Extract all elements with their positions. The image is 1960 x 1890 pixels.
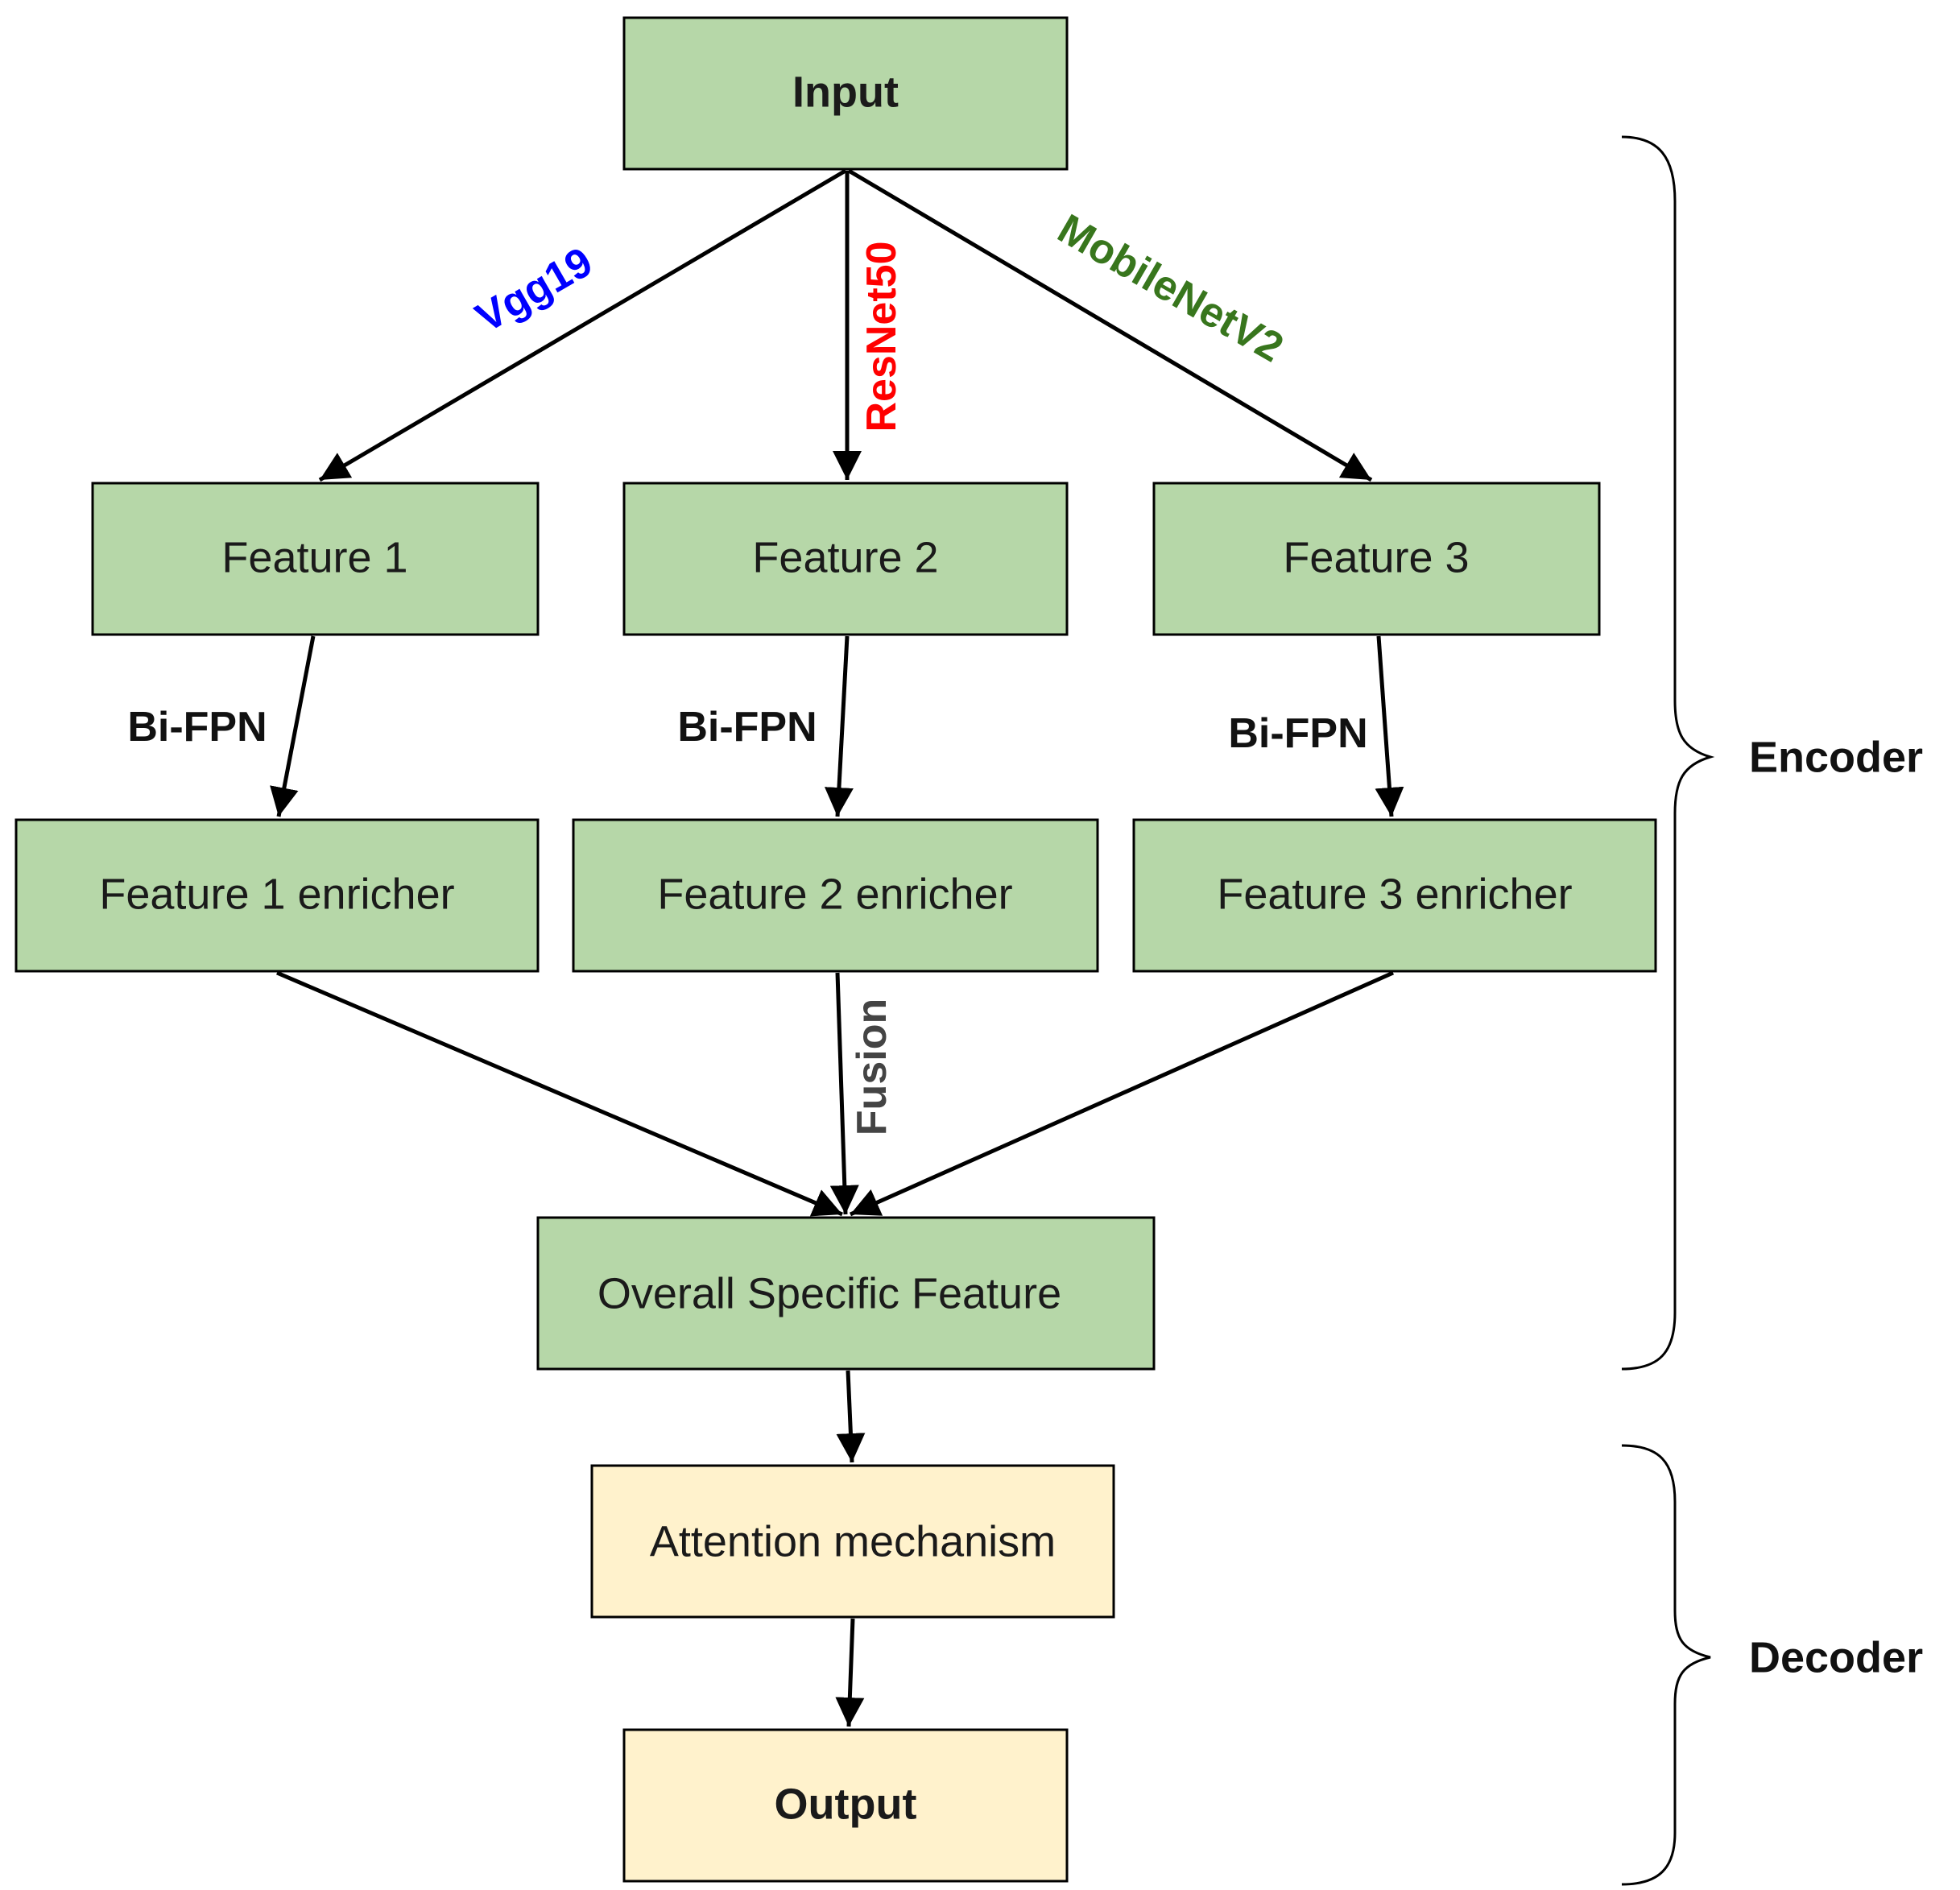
node-feature-3[interactable]: Feature 3 xyxy=(1152,482,1601,636)
node-feature-1-enricher-label: Feature 1 enricher xyxy=(99,870,454,918)
node-feature-1-label: Feature 1 xyxy=(221,533,407,581)
decoder-brace xyxy=(1621,1444,1711,1886)
node-feature-1[interactable]: Feature 1 xyxy=(91,482,540,636)
edge-enricher1-overall xyxy=(276,970,843,1217)
edge-label-bifpn-3: Bi-FPN xyxy=(1228,710,1367,757)
encoder-label: Encoder xyxy=(1749,733,1923,781)
edge-label-bifpn-2: Bi-FPN xyxy=(677,704,817,751)
edge-enricher2-overall xyxy=(829,972,859,1215)
node-input-label: Input xyxy=(792,68,899,116)
node-output[interactable]: Output xyxy=(622,1728,1069,1883)
edge-input-feature3 xyxy=(847,168,1373,482)
edge-attention-output xyxy=(835,1618,865,1727)
node-feature-2-enricher-label: Feature 2 enricher xyxy=(657,870,1012,918)
edge-enricher3-overall xyxy=(849,970,1395,1217)
edge-label-bifpn-1: Bi-FPN xyxy=(127,704,267,751)
node-feature-1-enricher[interactable]: Feature 1 enricher xyxy=(14,818,540,973)
node-input[interactable]: Input xyxy=(622,16,1069,171)
node-output-label: Output xyxy=(775,1780,917,1828)
node-feature-2-enricher[interactable]: Feature 2 enricher xyxy=(572,818,1099,973)
encoder-brace xyxy=(1621,135,1715,1371)
edge-overall-attention xyxy=(836,1370,866,1463)
edge-label-fusion: Fusion xyxy=(849,999,895,1135)
edge-feature1-enricher1 xyxy=(270,635,316,817)
edge-feature3-enricher3 xyxy=(1375,635,1404,817)
edge-label-mobilenetv2: MobileNetV2 xyxy=(1050,205,1291,371)
edges xyxy=(270,168,1404,1727)
node-feature-3-enricher[interactable]: Feature 3 enricher xyxy=(1132,818,1657,973)
node-attention-mechanism-label: Attention mechanism xyxy=(650,1517,1056,1565)
decoder-label: Decoder xyxy=(1749,1633,1923,1681)
edge-input-feature1 xyxy=(318,168,847,482)
node-feature-3-label: Feature 3 xyxy=(1283,533,1469,581)
edge-label-resnet50: ResNet50 xyxy=(858,241,905,432)
node-feature-3-enricher-label: Feature 3 enricher xyxy=(1217,870,1572,918)
edge-feature2-enricher2 xyxy=(824,635,854,817)
node-feature-2[interactable]: Feature 2 xyxy=(622,482,1069,636)
node-feature-2-label: Feature 2 xyxy=(752,533,938,581)
node-overall-specific-feature-label: Overall Specific Feature xyxy=(598,1269,1061,1317)
node-overall-specific-feature[interactable]: Overall Specific Feature xyxy=(536,1216,1156,1371)
node-attention-mechanism[interactable]: Attention mechanism xyxy=(590,1464,1115,1619)
